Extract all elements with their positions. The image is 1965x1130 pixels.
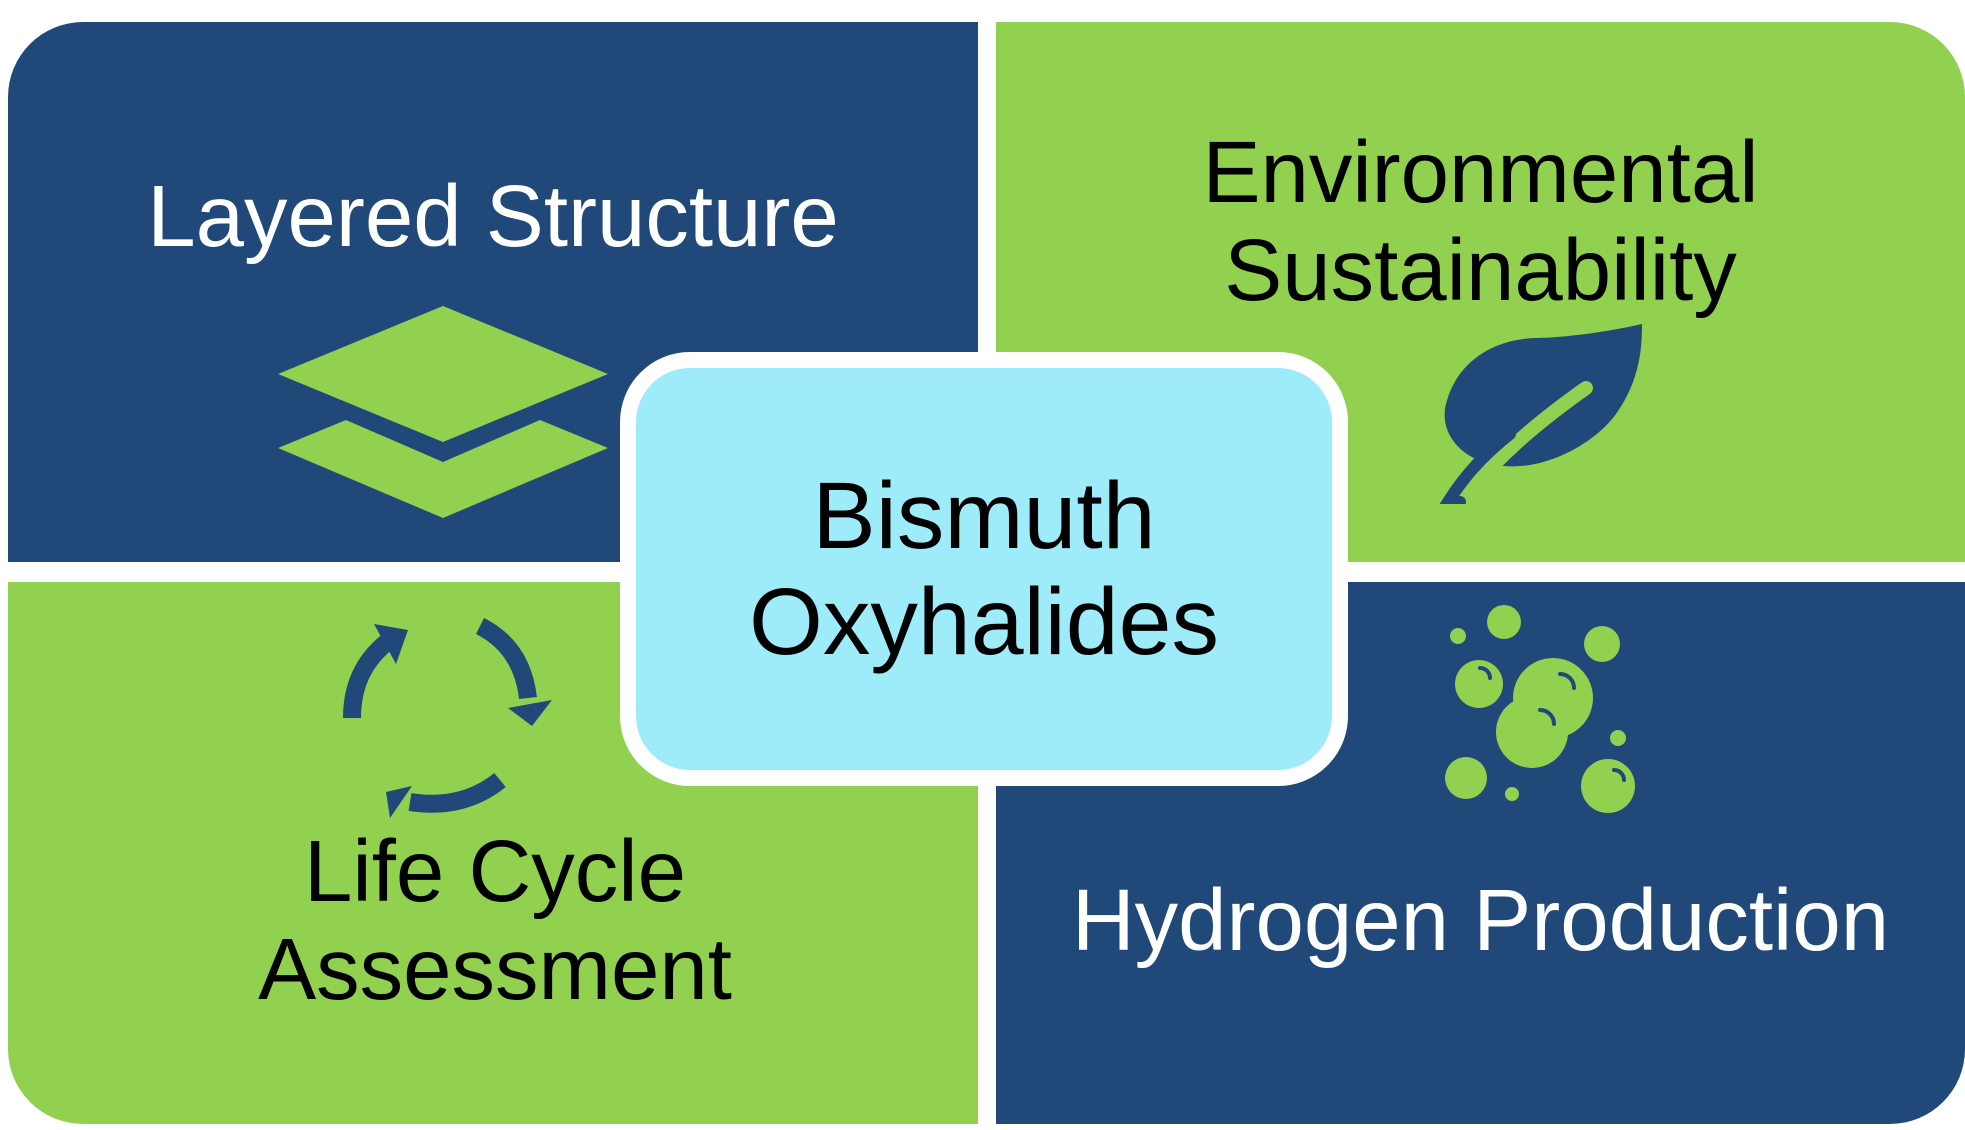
label-line: Sustainability bbox=[1224, 222, 1737, 319]
center-title-line: Oxyhalides bbox=[749, 569, 1219, 675]
label-life-cycle-assessment: Life Cycle Assessment bbox=[30, 823, 960, 1019]
arrow-arc-left bbox=[343, 630, 398, 719]
label-hydrogen-production: Hydrogen Production bbox=[996, 872, 1965, 970]
bubble-highlight bbox=[1612, 768, 1626, 782]
arrowhead-right bbox=[508, 700, 552, 726]
arrow-arc-bottom bbox=[408, 772, 506, 813]
layer-bottom bbox=[278, 420, 608, 518]
center-box: Bismuth Oxyhalides bbox=[620, 352, 1348, 786]
arrowhead-bottom bbox=[386, 786, 412, 818]
bubble bbox=[1581, 759, 1635, 813]
layer-top bbox=[278, 306, 608, 442]
recycle-arrows-icon bbox=[343, 617, 552, 818]
bubble bbox=[1610, 730, 1626, 746]
bubble bbox=[1487, 605, 1521, 639]
bubble bbox=[1450, 628, 1466, 644]
label-line: Assessment bbox=[258, 921, 732, 1018]
center-title-line: Bismuth bbox=[812, 463, 1156, 569]
label-environmental-sustainability: Environmental Sustainability bbox=[996, 124, 1965, 320]
layers-icon bbox=[278, 306, 608, 518]
leaf-stem-outer bbox=[1439, 428, 1516, 504]
bubble-highlight bbox=[1558, 672, 1576, 690]
bubble bbox=[1505, 787, 1519, 801]
bubble-highlight bbox=[1478, 666, 1492, 680]
bubbles-icon bbox=[1445, 605, 1635, 813]
leaf-icon bbox=[1439, 324, 1642, 504]
label-line: Layered Structure bbox=[147, 168, 839, 265]
leaf-body bbox=[1444, 324, 1642, 467]
label-layered-structure: Layered Structure bbox=[8, 168, 978, 266]
bubble bbox=[1445, 757, 1487, 799]
label-line: Environmental bbox=[1202, 124, 1759, 221]
bubble bbox=[1496, 696, 1568, 768]
bubble-highlight bbox=[1538, 708, 1556, 726]
label-line: Life Cycle bbox=[304, 823, 686, 920]
bubble bbox=[1584, 626, 1620, 662]
leaf-stem bbox=[1453, 381, 1593, 504]
bubble bbox=[1455, 660, 1503, 708]
arrow-arc-right bbox=[475, 617, 537, 700]
arrowhead-left bbox=[374, 624, 408, 664]
label-line: Hydrogen Production bbox=[1071, 872, 1890, 969]
